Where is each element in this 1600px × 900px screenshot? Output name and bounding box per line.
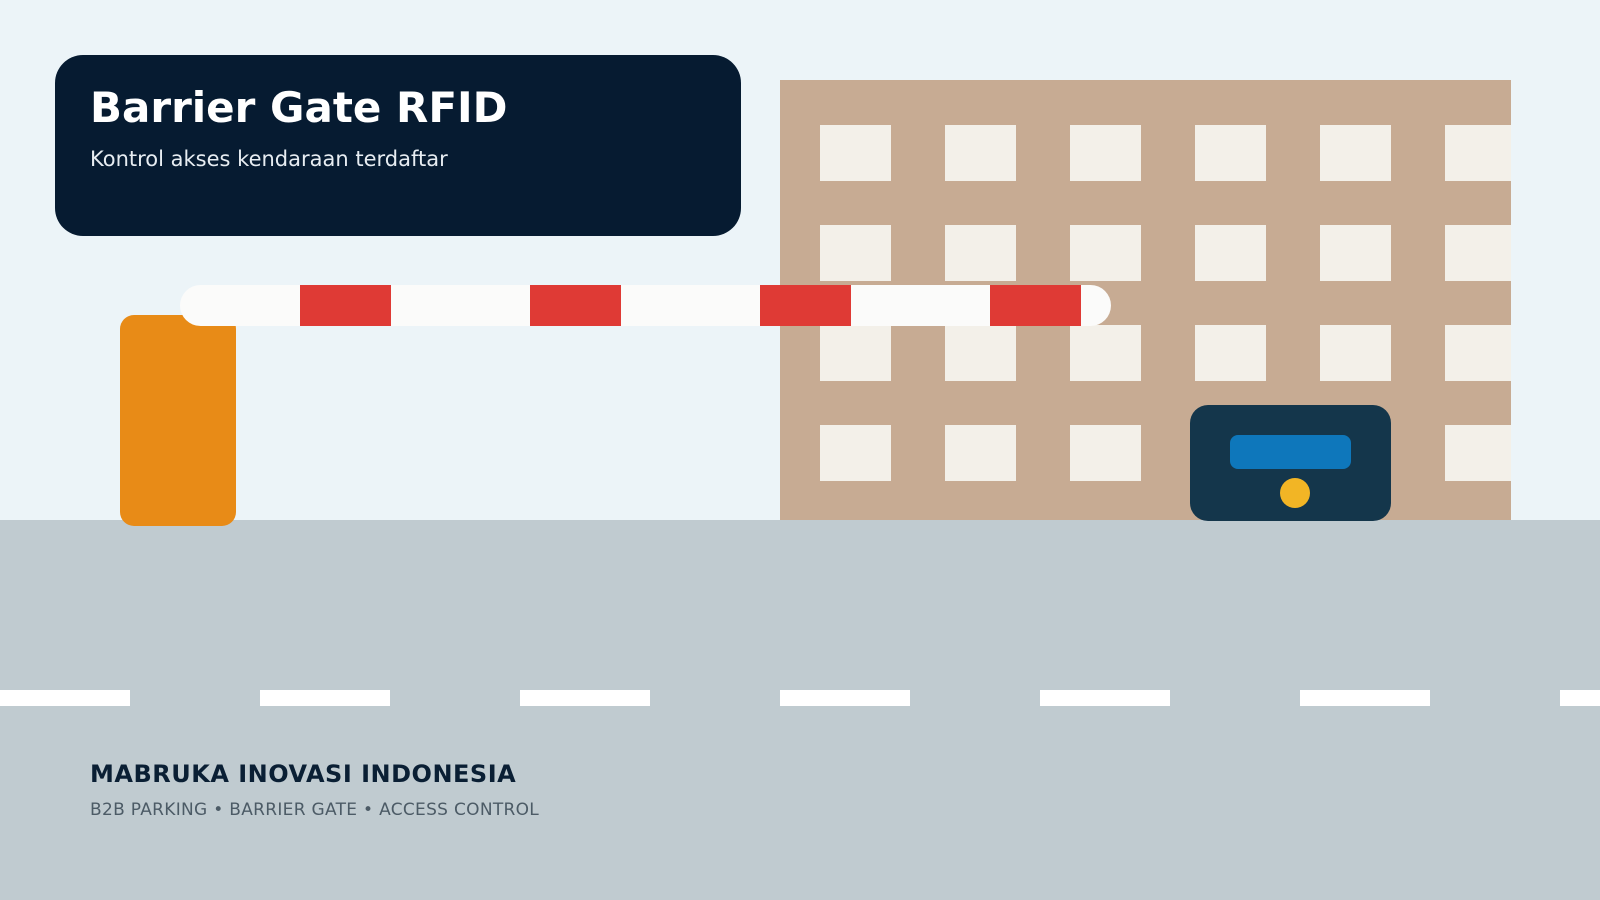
rfid-led-icon xyxy=(1280,478,1310,508)
building-window xyxy=(1070,425,1141,481)
building-window xyxy=(1195,125,1266,181)
building-window xyxy=(945,125,1016,181)
building-window xyxy=(1320,325,1391,381)
building-window xyxy=(1320,125,1391,181)
building-window xyxy=(945,225,1016,281)
road-marking xyxy=(0,690,130,706)
gate-arm-stripe xyxy=(530,285,621,326)
road xyxy=(0,520,1600,900)
building-window xyxy=(945,325,1016,381)
road-marking xyxy=(1040,690,1170,706)
barrier-gate-icon xyxy=(180,285,1111,326)
gate-arm-stripe xyxy=(990,285,1081,326)
road-marking xyxy=(520,690,650,706)
rfid-screen xyxy=(1230,435,1351,469)
building-window xyxy=(1070,325,1141,381)
building-window xyxy=(945,425,1016,481)
building-window xyxy=(820,225,891,281)
building-window xyxy=(820,125,891,181)
gate-post-icon xyxy=(120,315,236,526)
page-title: Barrier Gate RFID xyxy=(90,83,508,132)
brand-name: MABRUKA INOVASI INDONESIA xyxy=(90,760,517,788)
brand-tagline: B2B PARKING • BARRIER GATE • ACCESS CONT… xyxy=(90,800,540,820)
building-window xyxy=(1195,225,1266,281)
building-window xyxy=(820,425,891,481)
building-window xyxy=(1195,325,1266,381)
road-marking xyxy=(1300,690,1430,706)
building-window xyxy=(1445,325,1511,381)
building-window xyxy=(1445,225,1511,281)
title-card: Barrier Gate RFID Kontrol akses kendaraa… xyxy=(55,55,741,236)
building-window xyxy=(1320,225,1391,281)
building-window xyxy=(1070,125,1141,181)
building-window xyxy=(820,325,891,381)
building-window xyxy=(1070,225,1141,281)
road-marking xyxy=(260,690,390,706)
gate-arm-stripe xyxy=(760,285,851,326)
gate-arm-stripe xyxy=(300,285,391,326)
building-window xyxy=(1445,425,1511,481)
road-marking xyxy=(780,690,910,706)
road-marking xyxy=(1560,690,1600,706)
rfid-reader-icon xyxy=(1190,405,1391,521)
building-window xyxy=(1445,125,1511,181)
page-subtitle: Kontrol akses kendaraan terdaftar xyxy=(90,147,448,171)
